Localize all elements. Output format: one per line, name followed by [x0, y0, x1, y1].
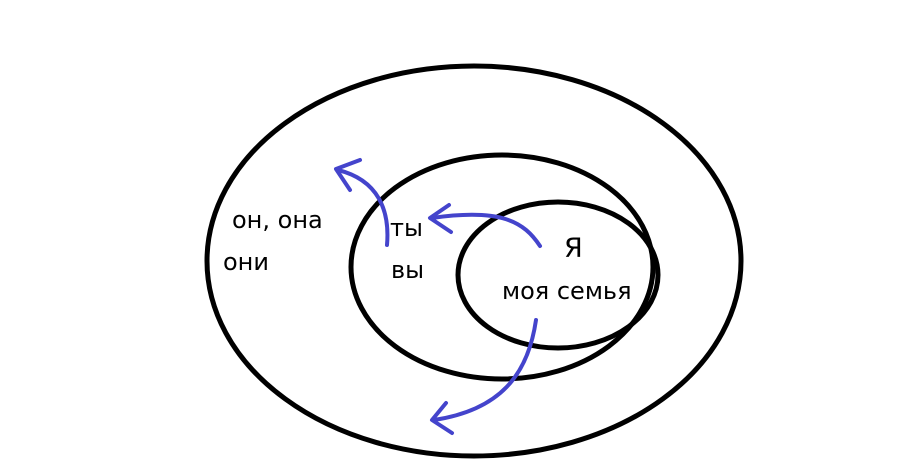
inner-label-ya: Я [564, 233, 583, 264]
arrow-to-middle [430, 212, 542, 248]
arrow-to-outer-head [334, 158, 362, 192]
middle-circle [348, 152, 656, 382]
arrow-to-middle-head [428, 203, 453, 234]
arrow-to-outside [432, 318, 538, 422]
outer-label-on-ona: он, она [232, 206, 323, 234]
arrow-to-outer [336, 168, 390, 247]
outer-label-oni: они [223, 248, 269, 276]
middle-label-vy: вы [391, 256, 424, 284]
arrow-to-outside-head [430, 401, 454, 435]
middle-label-ty: ты [390, 214, 423, 242]
inner-circle [455, 199, 661, 351]
inner-label-family: моя семья [502, 277, 632, 305]
outer-circle [204, 63, 744, 459]
